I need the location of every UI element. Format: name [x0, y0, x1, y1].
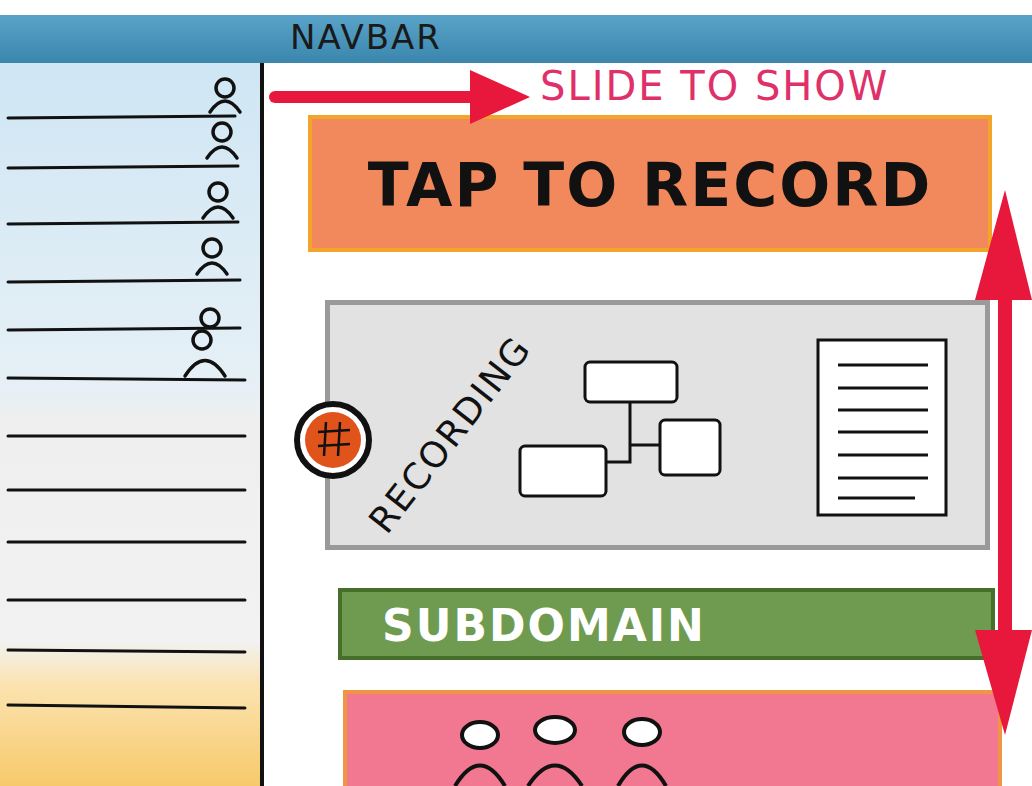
scroll-arrow — [975, 190, 1032, 735]
node-text: NAVBAR — [290, 17, 690, 58]
record-button — [297, 404, 369, 476]
navbar-band: NAVBAR — [0, 15, 1032, 63]
people-group — [455, 717, 666, 786]
sidebar-avatars — [185, 79, 240, 376]
annotation-note: SLIDE TO SHOW — [540, 62, 980, 110]
node-text: TAP TO RECORD — [312, 149, 988, 221]
sidebar-divider — [260, 62, 264, 786]
flowchart-sketch — [520, 362, 720, 496]
sidebar-rows — [8, 116, 245, 708]
people-panel — [345, 692, 1000, 786]
document-sketch — [818, 340, 946, 515]
record-button-box: TAP TO RECORD — [308, 115, 992, 252]
subdomain-bar: SUBDOMAIN — [338, 588, 995, 660]
node-text: RECORDING — [347, 311, 553, 558]
node-text: SUBDOMAIN — [382, 600, 942, 653]
slide-arrow — [275, 70, 530, 124]
recording-panel: RECORDING — [325, 300, 990, 550]
sidebar-wash — [0, 62, 260, 786]
